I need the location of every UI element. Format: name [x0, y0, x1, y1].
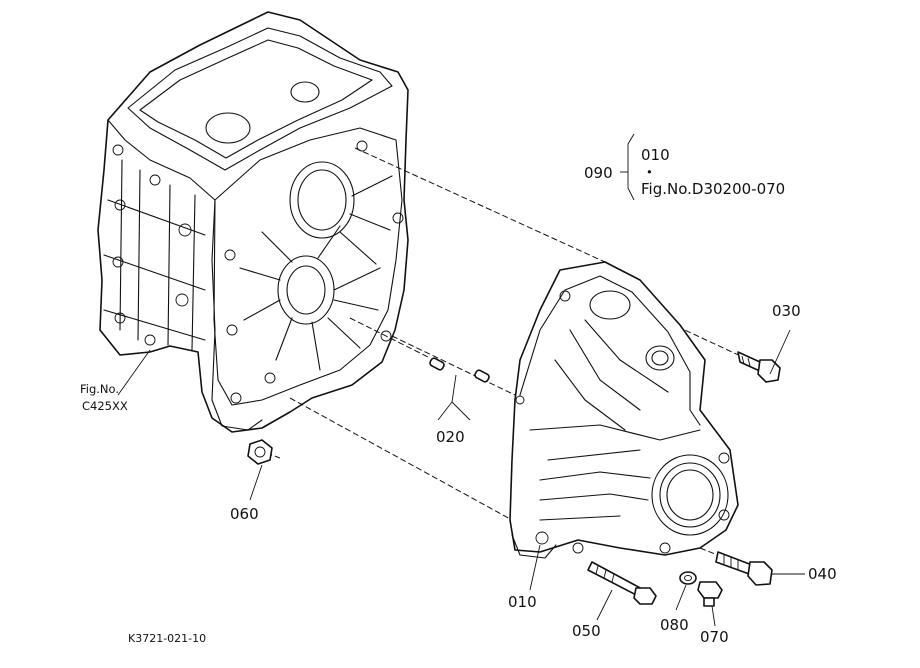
- callout-070: 070: [700, 628, 729, 646]
- front-cover-housing: [509, 261, 739, 559]
- callout-030: 030: [772, 302, 801, 320]
- bolt-040: [715, 551, 773, 586]
- callout-010: 010: [508, 593, 537, 611]
- callout-020: 020: [436, 428, 465, 446]
- plug-bolt-070: [697, 581, 723, 607]
- washer-080: [679, 571, 697, 585]
- part-labels: 090 010 • Fig.No.D30200-070 030 020 060 …: [80, 146, 837, 646]
- bracket-dot: •: [646, 165, 653, 179]
- nut-060: [247, 439, 273, 465]
- callout-040: 040: [808, 565, 837, 583]
- leader-lines: [117, 133, 805, 627]
- ref-fig-line1: Fig.No.: [80, 382, 119, 396]
- callout-090: 090: [584, 164, 613, 182]
- ref-fig-line2: C425XX: [82, 399, 128, 413]
- bolt-030: [737, 351, 781, 383]
- stud-bolt-050: [587, 561, 657, 605]
- callout-050: 050: [572, 622, 601, 640]
- callout-bracket-010: 010: [641, 146, 670, 164]
- transmission-case: [97, 11, 409, 433]
- callout-060: 060: [230, 505, 259, 523]
- callout-080: 080: [660, 616, 689, 634]
- drawing-code: K3721-021-10: [128, 632, 206, 645]
- dowel-pins-020: [429, 357, 490, 383]
- bracket-fig-ref: Fig.No.D30200-070: [641, 180, 785, 198]
